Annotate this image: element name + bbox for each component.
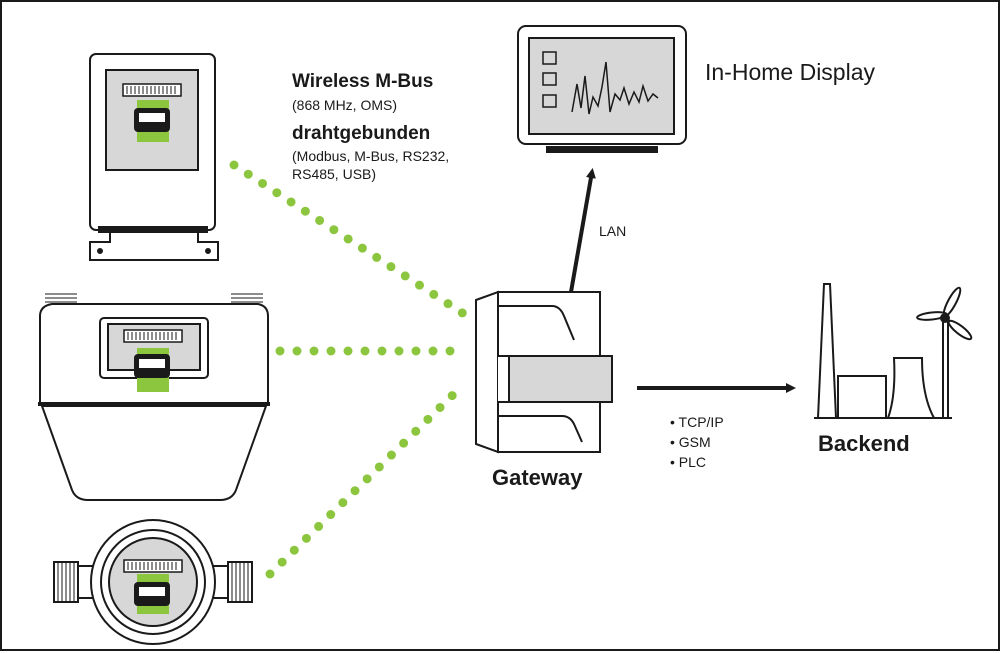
link-electricity-to-gateway xyxy=(229,160,469,319)
wired-subtitle-line2: RS485, USB) xyxy=(292,166,377,182)
protocol-item: PLC xyxy=(670,452,724,472)
water-meter-icon xyxy=(53,519,253,645)
wired-title: drahtgebunden xyxy=(292,123,431,144)
wireless-mbus-subtitle: (868 MHz, OMS) xyxy=(292,97,398,113)
monitor-icon xyxy=(517,25,687,153)
din-rail-gateway-icon xyxy=(475,290,613,454)
protocol-item: TCP/IP xyxy=(670,412,724,432)
power-plant-icon xyxy=(814,283,973,419)
lan-arrow xyxy=(569,168,596,293)
in-home-display-label: In-Home Display xyxy=(705,59,875,85)
protocol-item: GSM xyxy=(670,432,724,452)
electricity-meter-icon xyxy=(89,53,219,261)
backend-label: Backend xyxy=(818,431,910,456)
gas-meter-icon xyxy=(38,293,270,501)
link-water-to-gateway xyxy=(265,379,469,579)
protocol-list: TCP/IP GSM PLC xyxy=(670,412,724,472)
wireless-connection-lines xyxy=(229,160,469,579)
gateway-label: Gateway xyxy=(492,465,583,490)
lan-label: LAN xyxy=(599,223,627,239)
wired-subtitle-line1: (Modbus, M-Bus, RS232, xyxy=(292,148,450,164)
wireless-mbus-title: Wireless M-Bus xyxy=(292,71,434,92)
